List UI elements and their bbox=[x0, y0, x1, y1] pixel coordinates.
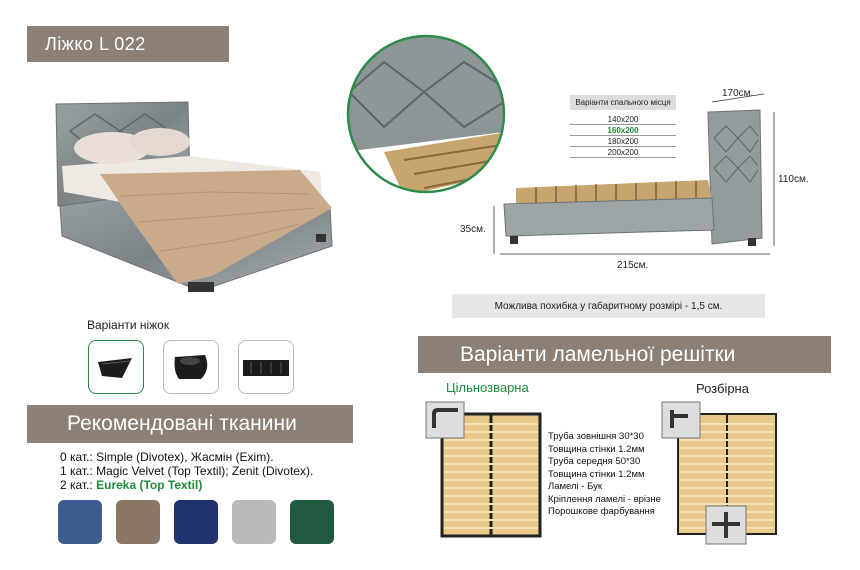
spec-line: Товщина стінки 1.2мм bbox=[548, 443, 645, 455]
sleeping-size-table: Варіанти спального місця 140x200 160x200… bbox=[570, 95, 676, 158]
fabric-swatch-5[interactable] bbox=[290, 500, 334, 544]
fabric-categories: 0 кат.: Simple (Divotex), Жасмін (Exim).… bbox=[60, 450, 360, 492]
dimension-height: 110см. bbox=[778, 174, 809, 185]
leg-rounded-icon bbox=[174, 355, 208, 379]
spec-line: Труба середня 50*30 bbox=[548, 456, 641, 467]
dimension-width: 170см. bbox=[722, 88, 754, 99]
fabric-cat-2-prefix: 2 кат.: bbox=[60, 478, 97, 492]
sleeping-size-row: 160x200 bbox=[570, 125, 676, 136]
sleeping-size-row: 180x200 bbox=[570, 136, 676, 147]
headboard-zoom-circle bbox=[346, 34, 506, 194]
sleeping-size-header: Варіанти спального місця bbox=[570, 95, 676, 110]
fabric-swatch-4[interactable] bbox=[232, 500, 276, 544]
sleeping-size-row: 200x200 bbox=[570, 147, 676, 158]
product-title: Ліжко L 022 bbox=[45, 33, 146, 54]
fabric-swatch-2[interactable] bbox=[116, 500, 160, 544]
spec-line: Порошкове фарбування bbox=[548, 506, 655, 517]
bed-photo bbox=[55, 101, 333, 292]
leg-wedge-icon bbox=[98, 358, 132, 378]
bed-side-dimension-drawing bbox=[493, 93, 775, 255]
spec-line: Кріплення ламелі - врізне bbox=[548, 493, 661, 505]
spec-line: Труба зовнішня 30*30 bbox=[548, 431, 644, 442]
fabric-cat-1: 1 кат.: Magic Velvet (Top Textil); Zenit… bbox=[60, 464, 314, 478]
sleeping-size-row: 140x200 bbox=[570, 114, 676, 125]
spec-line: Ламелі - Бук bbox=[548, 481, 603, 492]
legs-label: Варіанти ніжок bbox=[87, 318, 170, 332]
dimension-leg-height: 35см. bbox=[460, 224, 486, 235]
welded-label: Цільнозварна bbox=[446, 380, 529, 395]
fabric-cat-0: 0 кат.: Simple (Divotex), Жасмін (Exim). bbox=[60, 450, 274, 464]
fabric-swatches bbox=[58, 500, 334, 544]
spec-line: Товщина стінки 1.2мм bbox=[548, 468, 645, 480]
dimension-length: 215см. bbox=[617, 260, 649, 271]
fabric-swatch-1[interactable] bbox=[58, 500, 102, 544]
fabrics-title: Рекомендовані тканини bbox=[67, 412, 297, 435]
leg-option-1[interactable] bbox=[88, 340, 144, 394]
fabrics-banner: Рекомендовані тканини bbox=[27, 405, 353, 443]
fabric-cat-2-highlight: Eureka (Top Textil) bbox=[96, 478, 203, 492]
leg-option-3[interactable] bbox=[238, 340, 294, 394]
fabric-swatch-3[interactable] bbox=[174, 500, 218, 544]
slat-specs: Труба зовнішня 30*30 Товщина стінки 1.2м… bbox=[548, 431, 674, 519]
slats-title: Варіанти ламельної решітки bbox=[460, 342, 736, 366]
fabric-cat-2: 2 кат.: Eureka (Top Textil) bbox=[60, 478, 360, 492]
leg-rectangular-icon bbox=[243, 360, 289, 376]
welded-slat-grid bbox=[425, 401, 542, 538]
collapsible-slat-grid bbox=[661, 401, 777, 545]
leg-option-2[interactable] bbox=[163, 340, 219, 394]
product-title-banner: Ліжко L 022 bbox=[27, 26, 229, 62]
slats-banner: Варіанти ламельної решітки bbox=[418, 336, 831, 373]
tolerance-note: Можлива похибка у габаритному розмірі - … bbox=[452, 294, 765, 318]
collapsible-label: Розбірна bbox=[696, 381, 749, 396]
